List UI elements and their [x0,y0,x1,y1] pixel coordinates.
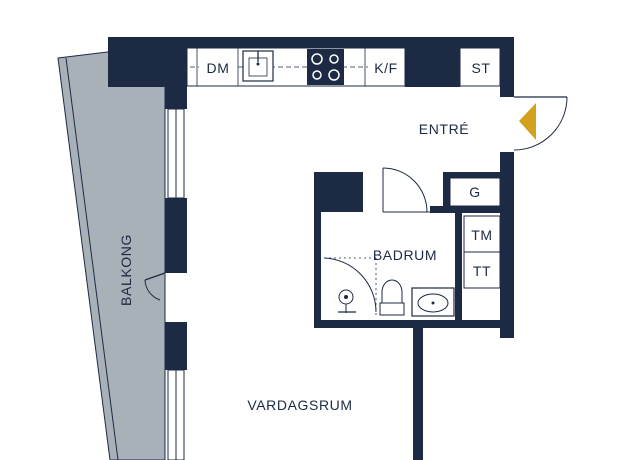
storage-label: ST [471,60,490,76]
window-left-lower [167,369,185,460]
fridge-freezer-label: K/F [374,60,398,76]
storage-closet [459,47,501,87]
wall-left-upper [165,37,187,109]
shower-icon [323,257,377,315]
wall-left-lower [165,322,187,370]
wall-bath-bottom [314,320,514,328]
toilet-icon [379,279,405,316]
dryer-label: TM [471,227,492,243]
balcony-label: BALKONG [118,234,134,306]
wall-bath-top-right [430,206,514,213]
bathroom-label: BADRUM [373,247,437,263]
bathroom-door[interactable] [382,167,430,213]
entrance-door[interactable] [513,96,568,151]
entrance-label: ENTRÉ [419,121,469,137]
wall-right-upper [500,37,514,97]
washer-unit [463,251,501,289]
wall-bath-right-seg [455,213,462,320]
wall-left-mid [165,198,187,273]
window-left-upper [167,108,185,199]
entrance-marker-icon [519,103,536,140]
stove-icon [307,49,344,85]
balcony-area [57,44,166,460]
dryer-unit [463,215,501,253]
wall-bath-corner-block [314,172,363,212]
washbasin-icon [411,287,455,317]
wall-right-lower [500,152,514,338]
wardrobe-label: G [469,184,481,200]
wall-top-pillar [405,37,460,87]
washer-label: TT [473,263,491,279]
living-room-label: VARDAGSRUM [247,397,352,413]
wardrobe [449,177,501,207]
balcony-door[interactable] [144,272,166,301]
wall-wardrobe-top [443,172,514,178]
wall-vertical-divider [413,328,423,460]
dishwasher-label: DM [207,60,230,76]
dishwasher-box [199,55,237,79]
wall-bath-left [314,172,321,328]
wall-wardrobe-left [443,172,450,213]
sink-icon [242,50,274,82]
